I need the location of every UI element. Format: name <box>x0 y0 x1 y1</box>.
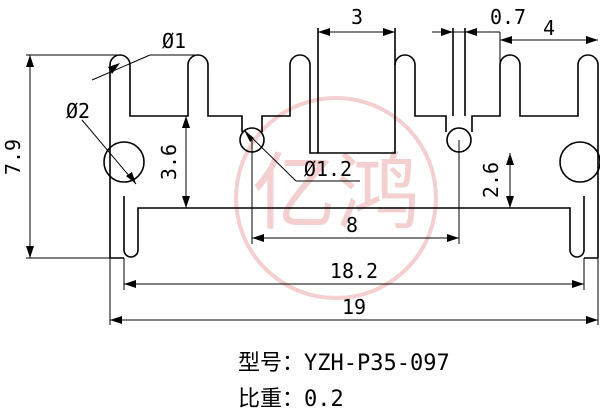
model-label: 型号： <box>238 351 305 376</box>
density-value: 0.2 <box>304 387 344 412</box>
watermark-logo: 亿鸿 <box>234 96 438 300</box>
dim-width-mid: 8 <box>346 213 358 237</box>
density-caption: 比重：0.2 <box>238 381 344 413</box>
dim-width-total: 19 <box>342 295 366 319</box>
dim-width-inner: 18.2 <box>330 259 378 283</box>
profile-outline <box>103 28 600 259</box>
model-value: YZH-P35-097 <box>304 351 450 376</box>
watermark-text: 亿鸿 <box>252 144 420 242</box>
dim-height-right: 2.6 <box>479 162 503 198</box>
dim-dia-mid: Ø1.2 <box>304 157 352 181</box>
dim-height-total: 7.9 <box>1 139 25 175</box>
dimension-lines <box>26 31 599 325</box>
dimension-arrows <box>26 28 598 324</box>
dim-gap-right: 4 <box>543 16 555 40</box>
density-label: 比重： <box>238 387 305 412</box>
dim-top-slot-width: 3 <box>351 5 363 29</box>
dim-height-left: 3.6 <box>157 144 181 180</box>
dim-slot-width: 0.7 <box>490 5 526 29</box>
dim-dia-large: Ø2 <box>66 99 90 123</box>
model-caption: 型号：YZH-P35-097 <box>238 345 450 377</box>
heatsink-profile-drawing: 亿鸿 <box>1 5 600 325</box>
dim-dia-small: Ø1 <box>162 29 186 53</box>
